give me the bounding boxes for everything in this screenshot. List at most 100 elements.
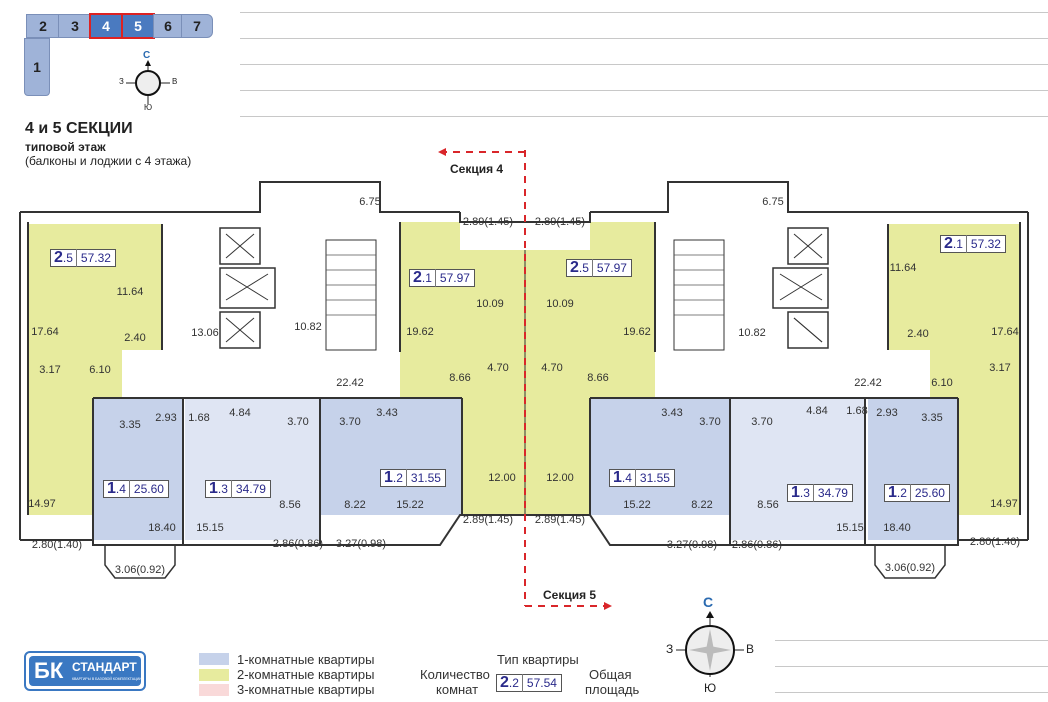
room-area: 12.00 (488, 472, 516, 484)
badge-rooms: 2 (54, 249, 63, 266)
room-area: 2.89(1.45) (534, 514, 586, 526)
apartment-fills (28, 222, 1020, 540)
compass-east-label: В (746, 642, 755, 656)
legend-swatch-3room (199, 684, 229, 696)
legend-type-label: Тип квартиры (497, 652, 579, 667)
room-area: 18.40 (148, 522, 176, 534)
badge-type: .2 (508, 676, 519, 690)
room-area: 17.64 (991, 326, 1019, 338)
key-section-label: 7 (193, 18, 201, 34)
key-section-3[interactable]: 3 (58, 14, 92, 38)
room-area: 12.00 (546, 472, 574, 484)
room-area: 17.64 (31, 326, 59, 338)
room-area: 11.64 (889, 262, 917, 274)
room-area: 2.40 (907, 328, 929, 340)
room-area: 19.62 (406, 326, 434, 338)
room-area: 15.22 (623, 499, 651, 511)
room-area: 3.35 (921, 412, 943, 424)
room-area: 6.75 (762, 196, 784, 208)
stair-steps-icon (326, 254, 724, 316)
badge-rooms: 1 (107, 480, 116, 497)
room-area: 15.15 (836, 522, 864, 534)
room-area: 3.06(0.92) (114, 564, 166, 576)
room-area: 3.70 (699, 416, 721, 428)
badge-rooms: 1 (209, 480, 218, 497)
room-area: 3.27(0.98) (335, 538, 387, 550)
room-area: 19.62 (623, 326, 651, 338)
room-area: 8.22 (344, 499, 366, 511)
key-section-7[interactable]: 7 (181, 14, 213, 38)
key-section-label: 4 (102, 18, 110, 34)
badge-type: .3 (799, 486, 810, 500)
key-section-2[interactable]: 2 (26, 14, 60, 38)
room-area: 3.70 (339, 416, 361, 428)
badge-type: .5 (62, 251, 73, 265)
badge-rooms: 2 (944, 235, 953, 252)
badge-type: .3 (217, 482, 228, 496)
apartment-badge[interactable]: 1.3 34.79 (205, 480, 271, 498)
room-area: 6.10 (89, 364, 111, 376)
compass-west-label: З (119, 77, 124, 86)
logo-text: БК (34, 658, 64, 683)
room-area: 8.66 (449, 372, 471, 384)
room-area: 3.43 (661, 407, 683, 419)
room-area: 2.89(1.45) (534, 216, 586, 228)
room-area: 3.35 (119, 419, 141, 431)
room-area: 6.10 (931, 377, 953, 389)
room-area: 3.70 (751, 416, 773, 428)
room-area: 4.84 (806, 405, 828, 417)
room-area: 10.82 (294, 321, 322, 333)
key-section-label: 6 (164, 18, 172, 34)
room-area: 3.17 (39, 364, 61, 376)
legend-rooms-label: комнат (436, 682, 479, 697)
page-title: 4 и 5 СЕКЦИИ (25, 120, 133, 137)
key-section-6[interactable]: 6 (153, 14, 183, 38)
badge-area: 34.79 (235, 482, 266, 496)
legend-label: 2-комнатные квартиры (237, 667, 375, 682)
room-area: 1.68 (846, 405, 868, 417)
badge-area: 57.32 (970, 237, 1001, 251)
room-area: 15.15 (196, 522, 224, 534)
compass-rose-icon (676, 611, 744, 677)
badge-rooms: 1 (791, 484, 800, 501)
badge-rooms: 1 (613, 469, 622, 486)
compass-east-label: В (172, 77, 178, 86)
room-area: 22.42 (336, 377, 364, 389)
room-area: 14.97 (28, 498, 56, 510)
arrow-left-icon (438, 148, 446, 156)
room-area: 13.06 (191, 327, 219, 339)
room-area: 8.22 (691, 499, 713, 511)
key-section-1[interactable]: 1 (24, 38, 50, 96)
badge-type: .1 (421, 271, 432, 285)
room-area: 11.64 (116, 286, 144, 298)
legend-swatch-2room (199, 669, 229, 681)
room-area: 2.86(0.86) (731, 539, 783, 551)
room-area: 2.93 (876, 407, 898, 419)
key-section-label: 1 (33, 59, 41, 75)
room-area: 8.56 (757, 499, 779, 511)
key-section-label: 2 (39, 18, 47, 34)
room-area: 2.89(1.45) (462, 514, 514, 526)
room-area: 6.75 (359, 196, 381, 208)
badge-rooms: 2 (413, 269, 422, 286)
key-section-label: 5 (134, 18, 142, 34)
badge-type: .2 (896, 486, 907, 500)
badge-area: 31.55 (639, 471, 670, 485)
room-area: 3.17 (989, 362, 1011, 374)
legend-label: 1-комнатные квартиры (237, 652, 375, 667)
badge-area: 57.54 (526, 676, 557, 690)
section-divider (445, 150, 605, 607)
badge-area: 25.60 (133, 482, 164, 496)
badge-rooms: 1 (384, 469, 393, 486)
room-area: 15.22 (396, 499, 424, 511)
